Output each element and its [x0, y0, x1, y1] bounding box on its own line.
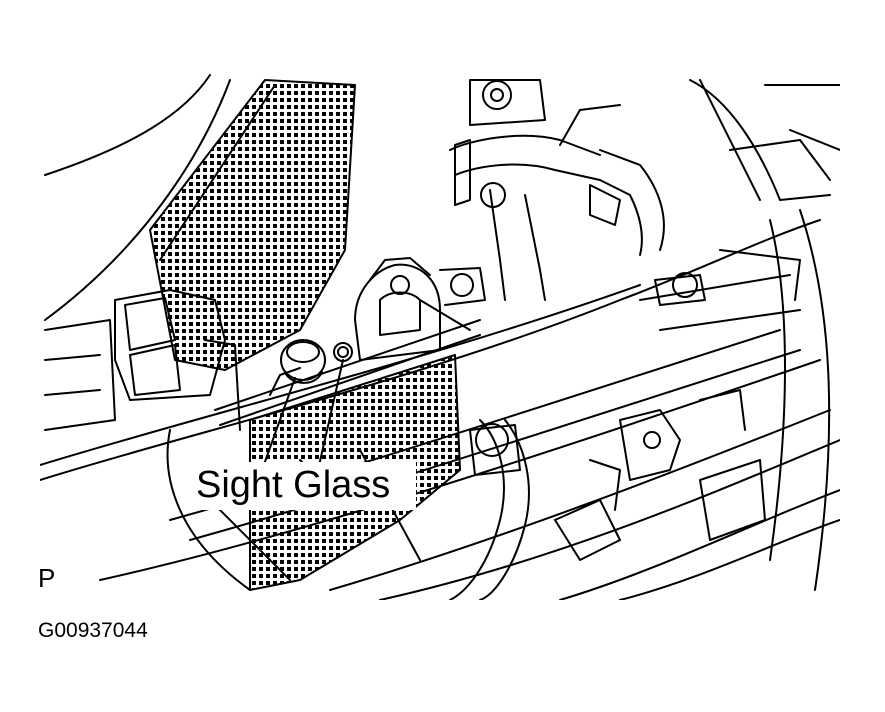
view-marker: P — [38, 563, 56, 593]
sight-glass-callout-label: Sight Glass — [190, 462, 397, 508]
condenser-mesh — [149, 79, 356, 371]
figure-id: G00937044 — [38, 619, 148, 642]
